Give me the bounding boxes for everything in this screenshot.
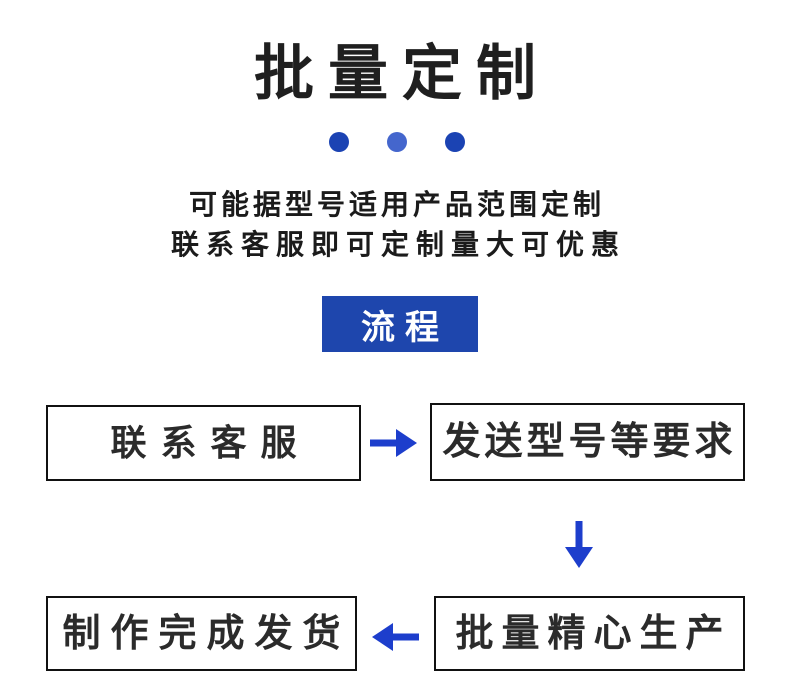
flow-arrow-left-icon [371, 621, 419, 653]
page-title: 批量定制 [254, 40, 550, 107]
subtitle-line-2: 联系客服即可定制量大可优惠 [170, 229, 626, 260]
step-box-finish-and-ship: 制作完成发货 [46, 596, 357, 671]
decorative-dot [329, 132, 349, 152]
subtitle-line-1: 可能据型号适用产品范围定制 [188, 189, 605, 220]
step-box-send-model-requirements: 发送型号等要求 [430, 403, 745, 481]
flow-arrow-right-icon [370, 427, 418, 459]
flow-arrow-down-icon [563, 521, 595, 569]
process-badge: 流程 [322, 296, 478, 352]
decorative-dot [387, 132, 407, 152]
step-box-contact-service: 联系客服 [46, 405, 361, 481]
step-box-bulk-production: 批量精心生产 [434, 596, 745, 671]
decorative-dot [445, 132, 465, 152]
